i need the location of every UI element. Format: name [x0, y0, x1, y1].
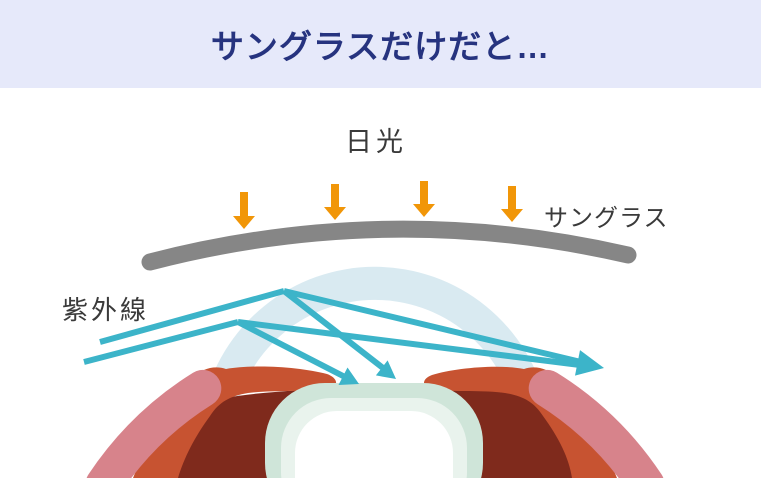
- eye-cross-section: [86, 266, 664, 478]
- uv-arrowheads: [338, 350, 604, 385]
- uv-ray-line: [83, 319, 239, 365]
- down-arrow-icon: [501, 186, 523, 222]
- uv-ray-line: [283, 288, 582, 365]
- cornea-shape: [202, 266, 548, 414]
- uv-ray-line: [99, 288, 285, 345]
- sunlight-arrows: [233, 181, 523, 229]
- down-arrow-icon: [324, 184, 346, 220]
- sunglasses-label: サングラス: [544, 205, 669, 232]
- uv-arrowhead-icon: [338, 367, 359, 385]
- lens-core-shape: [295, 411, 453, 478]
- uv-ray-line: [237, 319, 581, 368]
- sclera-left-shape: [86, 369, 222, 478]
- uv-arrowhead-icon: [375, 360, 396, 379]
- uv-ray-line: [282, 288, 385, 371]
- sunglasses-lens-shape: [141, 220, 637, 271]
- sclera-right-shape: [528, 369, 664, 478]
- uv-rays: [83, 288, 582, 380]
- uv-ray-line: [236, 319, 347, 380]
- uv-label: 紫外線: [62, 295, 150, 325]
- page-title: サングラスだけだと…: [210, 28, 551, 65]
- header-banner: サングラスだけだと…: [0, 0, 761, 88]
- down-arrow-icon: [413, 181, 435, 217]
- down-arrow-icon: [233, 192, 255, 229]
- sunlight-label: 日光: [345, 127, 407, 157]
- uv-arrowhead-icon: [575, 350, 604, 376]
